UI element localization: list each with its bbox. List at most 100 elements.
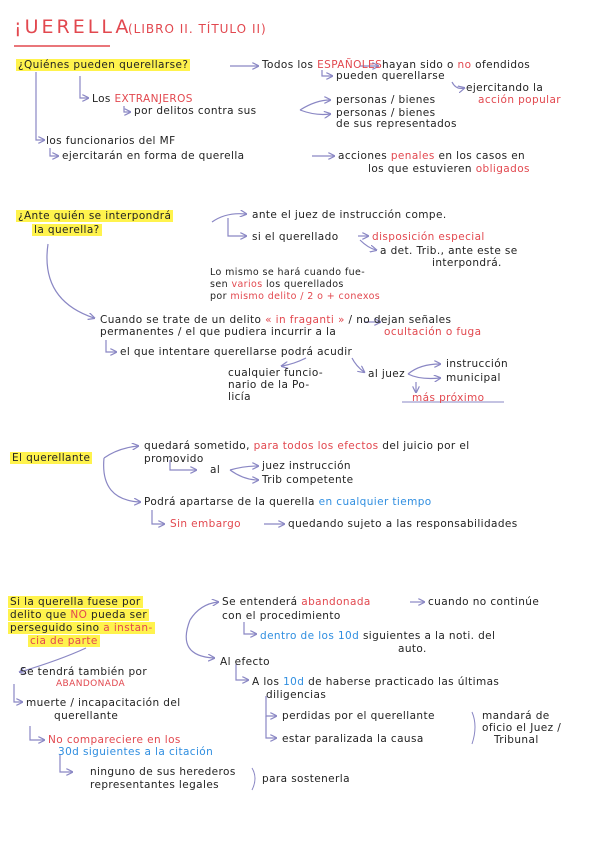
- s2-cuando-a: Cuando se trate de un delito: [100, 314, 262, 326]
- s4-de-haberse: de haberse practicado las últimas: [308, 676, 500, 688]
- s1-acciones-line: acciones penales en los casos en: [338, 150, 525, 162]
- s3-quedando: quedando sujeto a las responsabilidades: [288, 518, 518, 530]
- s4-muerte-l1: muerte / incapacitación del: [26, 697, 181, 709]
- s3-quedara-a: quedará sometido,: [144, 440, 250, 452]
- s4-ninguno-l2: representantes legales: [90, 779, 220, 791]
- s2-ante-juez: ante el juez de instrucción compe.: [252, 209, 447, 221]
- s1-en-los-casos: en los casos en: [438, 150, 526, 162]
- s2-mismo-delito: mismo delito / 2 o + conexos: [230, 291, 381, 302]
- s4-treinta: 30d siguientes a la citación: [58, 746, 214, 758]
- s1-todos-los: Todos los: [262, 59, 314, 71]
- s4-muerte-l2: querellante: [54, 710, 119, 722]
- s4-al-efecto: Al efecto: [220, 656, 270, 668]
- s4-perdidas: perdidas por el querellante: [282, 710, 435, 722]
- s1-acciones: acciones: [338, 150, 388, 162]
- s1-todos-line: Todos los ESPAÑOLES: [262, 59, 382, 71]
- s4-cond-l3: perseguido sino a instan-: [8, 622, 155, 634]
- s2-interpondra: interpondrá.: [432, 257, 502, 269]
- s3-en-cualquier: en cualquier tiempo: [318, 496, 432, 508]
- s4-con-el-proc: con el procedimiento: [222, 610, 341, 622]
- s1-hayan: hayan sido o: [382, 59, 454, 71]
- s4-siguientes: siguientes a la noti. del: [362, 630, 496, 642]
- s1-por-delitos: por delitos contra sus: [134, 105, 257, 117]
- s4-auto: auto.: [398, 643, 427, 655]
- s1-ejercitando: ejercitando la: [466, 82, 544, 94]
- s4-cond-l4: cia de parte: [28, 635, 100, 647]
- s2-mismo-l2: sen varios los querellados: [210, 279, 344, 290]
- s3-podra: Podrá apartarse de la querella: [144, 496, 315, 508]
- s4-cuando-no: cuando no continúe: [428, 596, 540, 608]
- s4-cond-perseguido: perseguido sino: [10, 622, 100, 634]
- s2-question-l2: la querella?: [32, 224, 102, 236]
- s2-ocultacion: ocultación o fuga: [384, 326, 482, 338]
- s3-al: al: [210, 464, 221, 476]
- s2-el-que: el que intentare querellarse podrá acudi…: [120, 346, 353, 358]
- s4-cond-l2: delito que NO pueda ser: [8, 609, 150, 621]
- s2-question-l1: ¿Ante quién se interpondrá: [16, 210, 174, 222]
- s2-cualquier-l3: licía: [228, 391, 251, 403]
- page-title: ¡UERELLA: [14, 16, 132, 38]
- s4-cond-delito: delito que: [10, 609, 67, 621]
- s4-cond-no: NO: [70, 609, 88, 621]
- s1-pueden: pueden querellarse: [336, 70, 445, 82]
- s1-obligados: obligados: [475, 163, 530, 175]
- s3-label: El querellante: [10, 452, 93, 464]
- s2-mismo-l3: por mismo delito / 2 o + conexos: [210, 291, 380, 302]
- s4-mandara-l2: oficio el Juez /: [482, 722, 562, 734]
- s4-no-comp-text: No compareciere en los: [48, 734, 181, 746]
- s2-cuando-l2: permanentes / el que pudiera incurrir a …: [100, 326, 336, 338]
- s4-diez-d: 10d: [283, 676, 305, 688]
- s1-question: ¿Quiénes pueden querellarse?: [16, 59, 191, 71]
- s1-personas-bienes-2: personas / bienes: [336, 107, 436, 119]
- s2-mas-proximo: más próximo: [412, 392, 485, 404]
- page-subtitle: (LIBRO II. TÍTULO II): [128, 22, 267, 36]
- s1-no: no: [457, 59, 472, 71]
- s2-si-querellado: si el querellado: [252, 231, 339, 243]
- s1-hayan-line: hayan sido o no ofendidos: [382, 59, 530, 71]
- s3-para-todos: para todos los efectos: [253, 440, 379, 452]
- s4-cond-l1: Si la querella fuese por: [8, 596, 143, 608]
- s1-accion-popular: acción popular: [478, 94, 561, 106]
- s4-abandonada-2: ABANDONADA: [56, 679, 126, 689]
- s4-mandara-l3: Tribunal: [494, 734, 539, 746]
- s3-podra-line: Podrá apartarse de la querella en cualqu…: [144, 496, 432, 508]
- s2-a-det: a det. Trib., ante este se: [380, 245, 518, 257]
- s4-cond-instancia: a instan-: [103, 622, 153, 634]
- s4-ninguno-l1: ninguno de sus herederos: [90, 766, 236, 778]
- s1-los-extranjeros: Los EXTRANJEROS: [92, 93, 193, 105]
- s4-mandara-l1: mandará de: [482, 710, 550, 722]
- s4-cond-pueda: pueda ser: [91, 609, 148, 621]
- s1-representados: de sus representados: [336, 118, 457, 130]
- s2-mismo-querellados: los querellados: [266, 279, 344, 290]
- s4-se-entendera-line: Se entenderá abandonada: [222, 596, 371, 608]
- s3-trib-competente: Trib competente: [262, 474, 354, 486]
- s2-cuando-l1: Cuando se trate de un delito « in fragan…: [100, 314, 451, 326]
- s2-cuando-c: permanentes / el que pudiera incurrir a …: [100, 326, 337, 338]
- s1-funcionarios: los funcionarios del MF: [46, 135, 176, 147]
- s1-extranjeros: EXTRANJEROS: [114, 93, 193, 105]
- s1-espanoles: ESPAÑOLES: [317, 59, 383, 71]
- s2-instruccion: instrucción: [446, 358, 509, 370]
- s2-mismo-sen: sen: [210, 279, 229, 290]
- s1-los-que-line: los que estuvieren obligados: [368, 163, 530, 175]
- s4-para-sostenerla: para sostenerla: [262, 773, 350, 785]
- s1-ofendidos: ofendidos: [475, 59, 531, 71]
- s2-cualquier-l2: nario de la Po-: [228, 379, 310, 391]
- s2-mismo-por: por: [210, 291, 227, 302]
- s1-personas-bienes: personas / bienes: [336, 94, 436, 106]
- s4-diligencias: diligencias: [266, 689, 327, 701]
- s2-al-juez: al juez: [368, 368, 406, 380]
- s2-varios: varios: [231, 279, 263, 290]
- s2-mismo-l1: Lo mismo se hará cuando fue-: [210, 267, 366, 278]
- s4-se-tendra: Se tendrá también por: [20, 666, 148, 678]
- s1-penales: penales: [390, 150, 435, 162]
- s3-promovido: promovido: [144, 453, 204, 465]
- s4-a-los: A los: [252, 676, 280, 688]
- s2-cuando-b: / no dejan señales: [348, 314, 452, 326]
- s2-in-fraganti: « in fraganti »: [265, 314, 345, 326]
- s3-quedara: quedará sometido, para todos los efectos…: [144, 440, 470, 452]
- s3-juez-instruccion: juez instrucción: [262, 460, 351, 472]
- s4-no-comp: No compareciere en los: [48, 734, 181, 746]
- s4-dentro: dentro de los 10d: [260, 630, 360, 642]
